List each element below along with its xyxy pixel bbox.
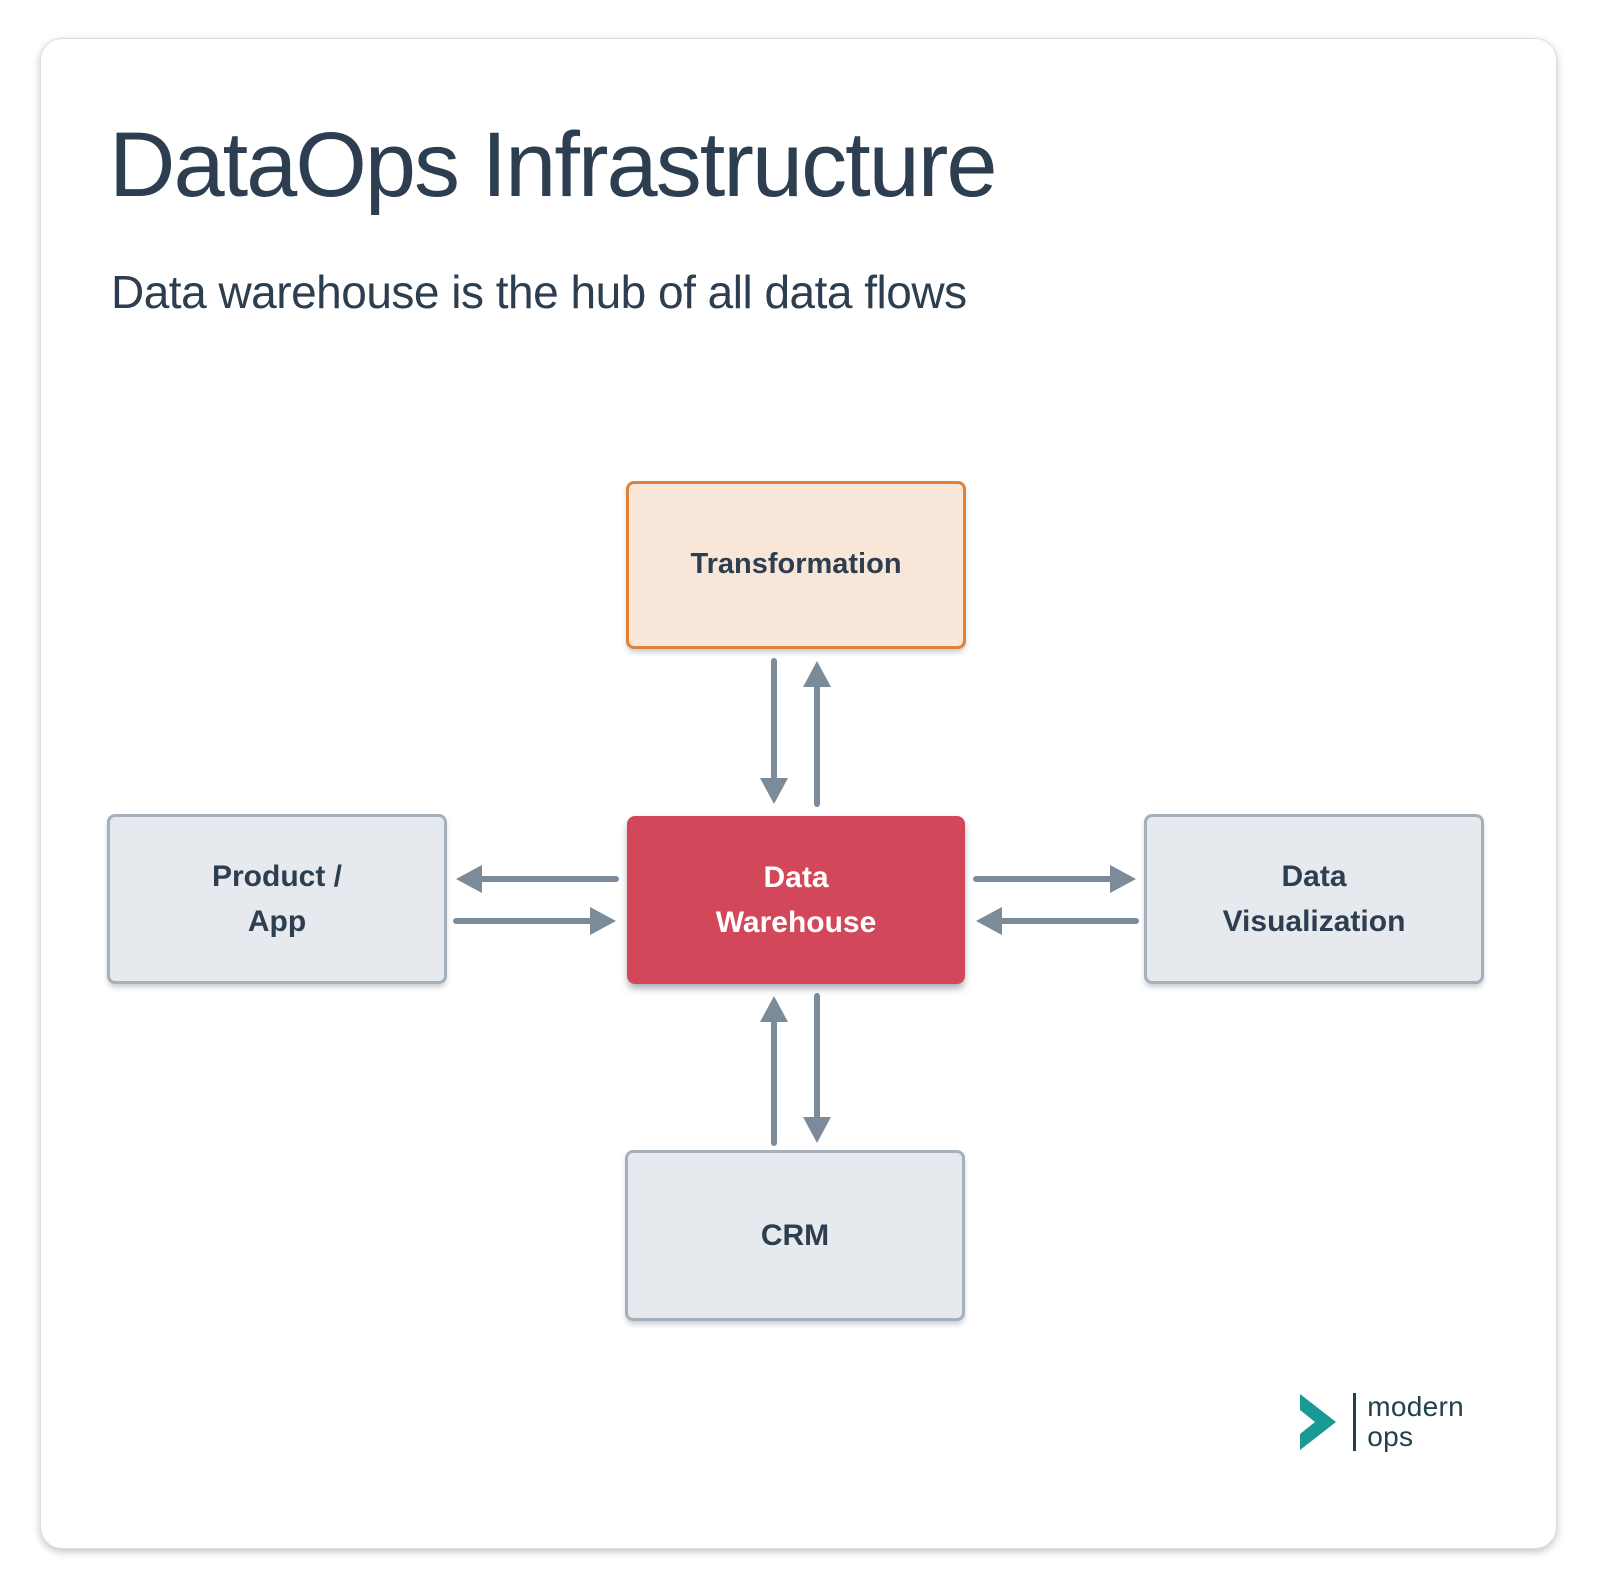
node-crm-label: CRM bbox=[760, 1219, 830, 1252]
arrow-warehouse-to-data-visualization bbox=[973, 865, 1136, 893]
arrow-crm-to-warehouse bbox=[760, 996, 788, 1146]
node-data-warehouse-label-line2: Warehouse bbox=[715, 906, 877, 939]
logo-wordmark-line2: ops bbox=[1367, 1421, 1414, 1453]
logo-modernops: modern ops bbox=[1298, 1392, 1464, 1452]
node-transformation: Transformation bbox=[626, 481, 966, 649]
arrow-warehouse-to-product-app bbox=[456, 865, 619, 893]
node-data-warehouse: Data Warehouse bbox=[627, 816, 965, 984]
node-data-visualization: Data Visualization bbox=[1144, 814, 1484, 984]
node-data-warehouse-label-line1: Data bbox=[763, 861, 829, 894]
arrow-product-app-to-warehouse bbox=[453, 907, 616, 935]
page-title: DataOps Infrastructure bbox=[109, 114, 998, 216]
logo-wordmark: modern ops bbox=[1367, 1392, 1464, 1452]
chevron-right-icon bbox=[1300, 1394, 1337, 1451]
arrow-warehouse-to-crm bbox=[803, 993, 831, 1143]
arrow-transformation-to-warehouse bbox=[760, 658, 788, 804]
page-subtitle: Data warehouse is the hub of all data fl… bbox=[111, 266, 967, 318]
arrow-warehouse-to-transformation bbox=[803, 661, 831, 807]
logo-divider bbox=[1353, 1393, 1357, 1452]
node-product-app-label-line1: Product / bbox=[211, 860, 342, 893]
node-product-app-label-line2: App bbox=[247, 905, 307, 938]
node-data-visualization-label-line2: Visualization bbox=[1222, 905, 1406, 938]
arrow-data-visualization-to-warehouse bbox=[976, 907, 1139, 935]
node-data-visualization-label-line1: Data bbox=[1281, 860, 1347, 893]
node-product-app: Product / App bbox=[107, 814, 447, 984]
logo-wordmark-line1: modern bbox=[1367, 1391, 1464, 1423]
node-crm: CRM bbox=[625, 1150, 965, 1321]
slide-card: DataOps Infrastructure Data warehouse is… bbox=[40, 38, 1557, 1549]
node-transformation-label: Transformation bbox=[690, 548, 902, 581]
